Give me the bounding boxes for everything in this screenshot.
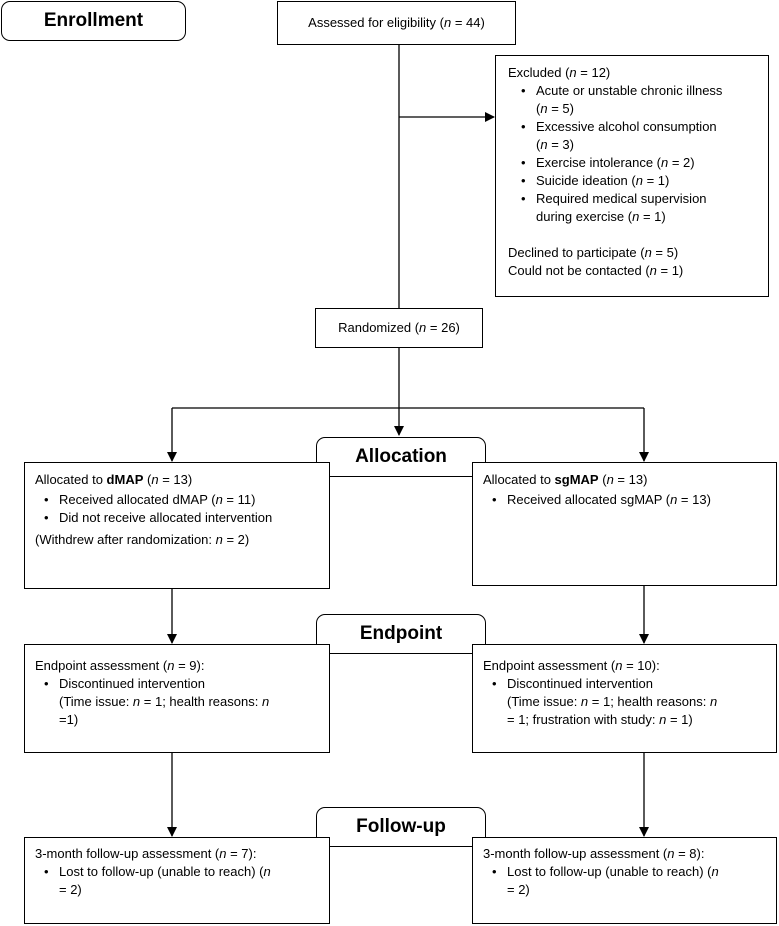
- stage-enrollment-label: Enrollment: [43, 10, 144, 31]
- excluded-reason-medical-supervision: Required medical supervision during exer…: [512, 190, 768, 226]
- followup-sgmap-title: 3-month follow-up assessment (n = 8):: [483, 846, 705, 861]
- allocated-dmap-box: Allocated to dMAP (n = 13) Received allo…: [24, 462, 330, 589]
- allocated-sgmap-box: Allocated to sgMAP (n = 13) Received all…: [472, 462, 777, 586]
- endpoint-sgmap-list: Discontinued intervention (Time issue: n…: [483, 675, 776, 729]
- allocated-sgmap-title: Allocated to sgMAP (n = 13): [483, 472, 648, 487]
- stage-enrollment: Enrollment: [1, 1, 186, 41]
- followup-sgmap-lost: Lost to follow-up (unable to reach) (n =…: [483, 863, 776, 899]
- assessed-box: Assessed for eligibility (n = 44): [277, 1, 516, 45]
- stage-allocation-label: Allocation: [355, 446, 447, 467]
- randomized-box: Randomized (n = 26): [315, 308, 483, 348]
- allocated-dmap-title: Allocated to dMAP (n = 13): [35, 472, 193, 487]
- stage-followup-label: Follow-up: [356, 816, 446, 837]
- allocated-sgmap-list: Received allocated sgMAP (n = 13): [483, 491, 776, 509]
- endpoint-dmap-discontinued: Discontinued intervention (Time issue: n…: [35, 675, 329, 729]
- followup-sgmap-box: 3-month follow-up assessment (n = 8): Lo…: [472, 837, 777, 924]
- stage-allocation: Allocation: [316, 437, 486, 477]
- followup-dmap-title: 3-month follow-up assessment (n = 7):: [35, 846, 257, 861]
- endpoint-sgmap-box: Endpoint assessment (n = 10): Discontinu…: [472, 644, 777, 753]
- endpoint-dmap-title: Endpoint assessment (n = 9):: [35, 658, 205, 673]
- stage-endpoint: Endpoint: [316, 614, 486, 654]
- allocated-dmap-received: Received allocated dMAP (n = 11): [35, 491, 329, 509]
- stage-followup: Follow-up: [316, 807, 486, 847]
- excluded-reason-exercise-intolerance: Exercise intolerance (n = 2): [512, 154, 768, 172]
- endpoint-dmap-box: Endpoint assessment (n = 9): Discontinue…: [24, 644, 330, 753]
- allocated-sgmap-received: Received allocated sgMAP (n = 13): [483, 491, 776, 509]
- allocated-dmap-list: Received allocated dMAP (n = 11) Did not…: [35, 491, 329, 545]
- stage-endpoint-label: Endpoint: [359, 623, 443, 644]
- declined-text: Declined to participate (n = 5): [508, 245, 679, 260]
- excluded-reason-alcohol: Excessive alcohol consumption (n = 3): [512, 118, 768, 154]
- excluded-reason-list: Acute or unstable chronic illness (n = 5…: [512, 82, 768, 226]
- excluded-title: Excluded (n = 12): [508, 65, 611, 80]
- assessed-text: Assessed for eligibility (n = 44): [308, 15, 485, 30]
- endpoint-dmap-list: Discontinued intervention (Time issue: n…: [35, 675, 329, 729]
- endpoint-sgmap-title: Endpoint assessment (n = 10):: [483, 658, 660, 673]
- followup-sgmap-list: Lost to follow-up (unable to reach) (n =…: [483, 863, 776, 899]
- followup-dmap-lost: Lost to follow-up (unable to reach) (n =…: [35, 863, 329, 899]
- followup-dmap-box: 3-month follow-up assessment (n = 7): Lo…: [24, 837, 330, 924]
- randomized-text: Randomized (n = 26): [338, 320, 460, 335]
- excluded-reason-suicide-ideation: Suicide ideation (n = 1): [512, 172, 768, 190]
- followup-dmap-list: Lost to follow-up (unable to reach) (n =…: [35, 863, 329, 899]
- allocated-dmap-withdrew-line: (Withdrew after randomization: n = 2): [35, 532, 250, 547]
- excluded-reason-illness: Acute or unstable chronic illness (n = 5…: [512, 82, 768, 118]
- allocated-dmap-not-received: Did not receive allocated intervention: [35, 509, 329, 545]
- endpoint-sgmap-discontinued: Discontinued intervention (Time issue: n…: [483, 675, 776, 729]
- excluded-box: Excluded (n = 12) Acute or unstable chro…: [495, 55, 769, 297]
- not-contacted-text: Could not be contacted (n = 1): [508, 263, 684, 278]
